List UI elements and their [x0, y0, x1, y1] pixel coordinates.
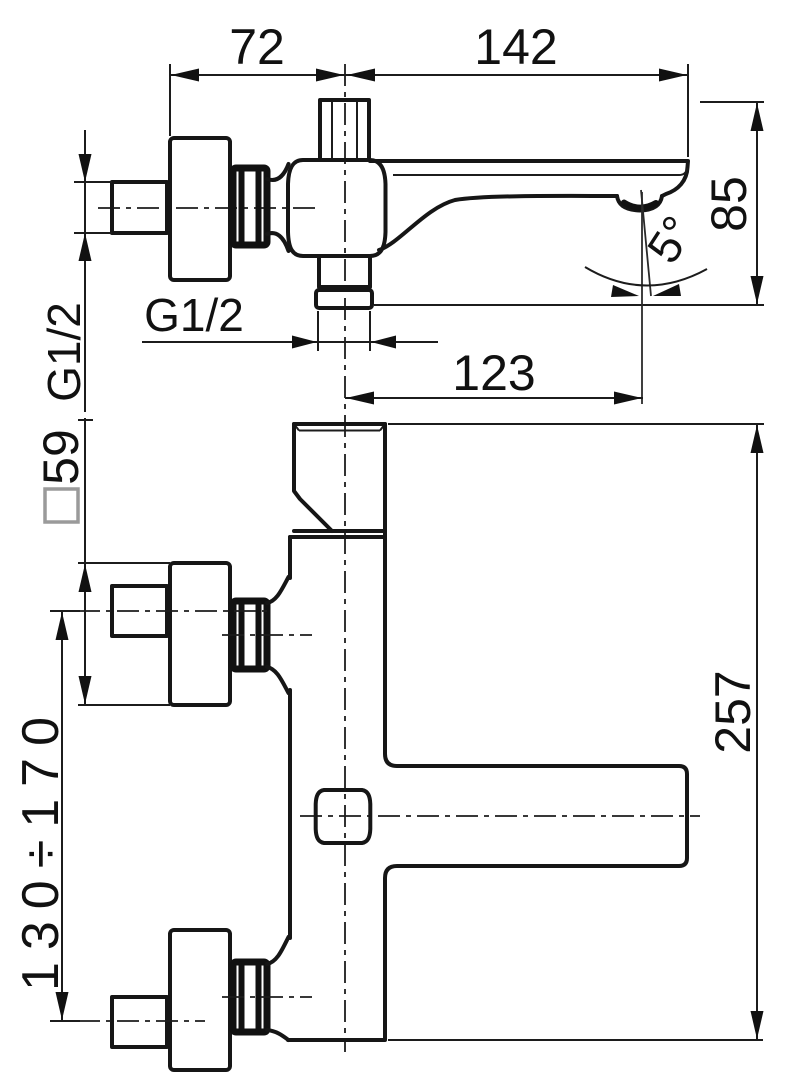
side-aerator-outlet: [621, 199, 659, 211]
dim-142-label: 142: [474, 19, 557, 75]
front-lower-pipe: [110, 995, 169, 1049]
side-spout-top-and-tip: [368, 159, 690, 198]
dim-257-label: 257: [705, 670, 761, 753]
front-view: [78, 422, 700, 1072]
ext-lines-g12-stub: [317, 311, 371, 351]
arrow-257-bottom: [750, 1011, 764, 1039]
arrow-85-top: [750, 103, 764, 131]
side-outlet-stub: [317, 254, 372, 289]
arrow-range-top: [55, 612, 69, 640]
front-lower-trumpet-top: [265, 935, 291, 966]
front-cap-bottom-lines: [288, 529, 387, 539]
front-diverter-knob: [313, 788, 373, 845]
arrow-g12-left-bottom: [78, 233, 92, 261]
ext-ticks-range: [50, 610, 80, 1022]
tilted-outlet-line: [640, 189, 652, 297]
arrow-85-bottom: [750, 276, 764, 304]
side-spout-underside: [377, 193, 619, 252]
arrow-g12-stub-left: [292, 335, 317, 349]
side-union-nut-facets: [238, 167, 262, 246]
side-diverter-knob-ridges: [331, 102, 358, 158]
arrow-142-right: [659, 68, 687, 82]
dim-85-label: 85: [701, 176, 757, 232]
ext-ticks-59: [78, 562, 170, 706]
arrow-g12-stub-right: [371, 335, 396, 349]
dim-72-label: 72: [229, 19, 285, 75]
front-lower-flange: [168, 928, 232, 1072]
front-handle-edge: [292, 422, 334, 533]
arrow-59-top: [78, 564, 92, 592]
front-body-and-arm: [286, 422, 689, 1042]
arrow-angle-left: [611, 285, 639, 297]
dim-59-label: 59: [33, 429, 89, 485]
side-trumpet-bottom: [265, 231, 291, 253]
front-upper-trumpet-top: [265, 575, 291, 605]
side-view: [98, 64, 690, 1052]
dimensions: 72 142 85 5° G1/2 123 G1/2: [12, 19, 764, 1041]
dim-g12-inlet-label: G1/2: [38, 302, 90, 402]
arrow-72-right: [316, 68, 344, 82]
dim-123-label: 123: [452, 345, 535, 401]
arrow-72-left: [171, 68, 199, 82]
arrow-123-left: [346, 391, 374, 405]
side-trumpet-top: [265, 162, 291, 182]
side-wall-pipe: [110, 180, 169, 235]
dim-g12-outlet-label: G1/2: [144, 289, 244, 341]
side-spout-inner-edge: [393, 167, 689, 176]
front-upper-trumpet-bottom: [265, 665, 291, 695]
front-upper-flange: [168, 561, 232, 707]
arrow-angle-right: [653, 284, 681, 296]
side-outlet-collar: [314, 288, 374, 310]
arrow-123-right: [614, 391, 642, 405]
square-section-symbol: [43, 487, 80, 524]
side-union-nut: [229, 164, 271, 249]
front-lower-trumpet-bottom: [265, 1028, 291, 1042]
arrow-142-left: [347, 68, 375, 82]
arrow-59-bottom: [78, 676, 92, 704]
side-diverter-knob: [318, 98, 371, 162]
arrow-range-bottom: [55, 992, 69, 1020]
angle-arc: [584, 266, 708, 287]
arrow-g12-left-top: [78, 154, 92, 182]
dim-range-label: 130÷170: [12, 705, 70, 991]
ext-ticks-g12-left: [74, 181, 112, 234]
side-escutcheon-flange: [168, 136, 232, 282]
arrow-257-top: [750, 425, 764, 453]
